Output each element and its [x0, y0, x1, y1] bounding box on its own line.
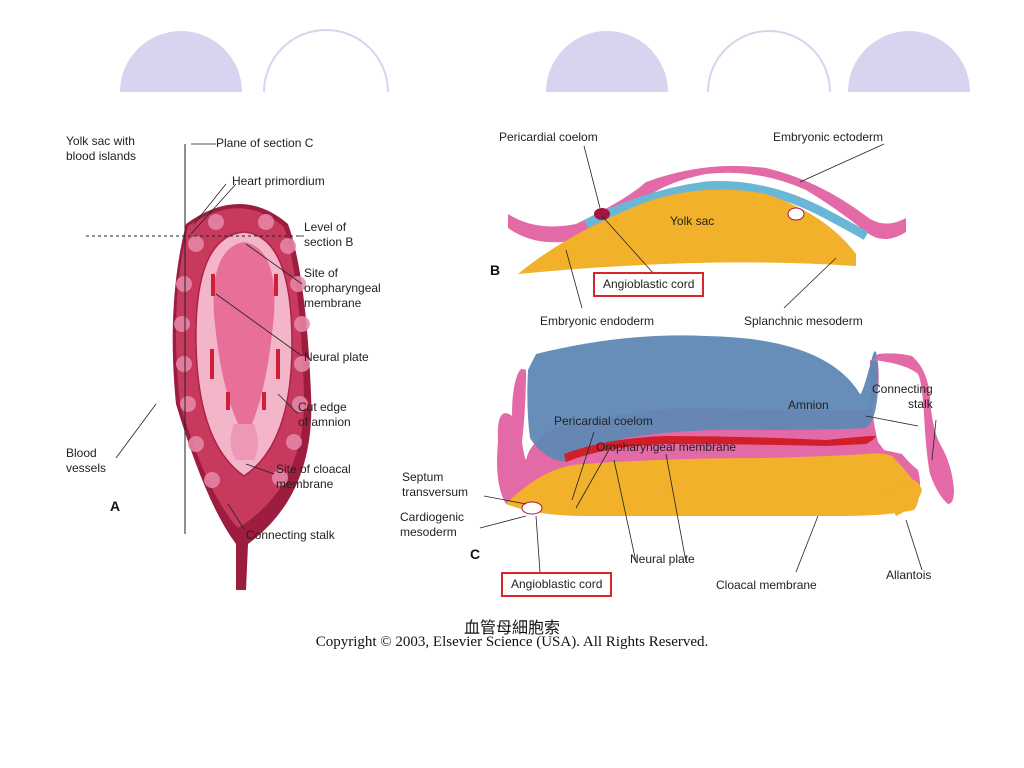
label-connecting-stalk-c: Connecting stalk: [872, 382, 933, 412]
label-line: stalk: [908, 397, 933, 411]
label-septum-transversum: Septum transversum: [402, 470, 468, 500]
label-line: Septum: [402, 470, 444, 484]
label-line: Connecting: [872, 382, 933, 396]
label-allantois: Allantois: [886, 568, 932, 582]
label-line: Cardiogenic: [400, 510, 465, 524]
panel-b-drawing: [508, 143, 906, 309]
label-cut-edge: Cut edge of amnion: [298, 400, 351, 430]
label-oropharyngeal-membrane: Oropharyngeal membrane: [596, 440, 737, 454]
label-line: Level of: [304, 220, 347, 234]
label-splanchnic-mesoderm: Splanchnic mesoderm: [744, 314, 863, 328]
label-oropharyngeal: Site of oropharyngeal membrane: [304, 266, 381, 311]
label-line: blood islands: [66, 149, 137, 163]
label-neural-plate-c: Neural plate: [630, 552, 695, 566]
label-cardiogenic-mesoderm: Cardiogenic mesoderm: [400, 510, 464, 540]
label-angioblastic-cord-c: Angioblastic cord: [501, 572, 613, 597]
label-cloacal-site: Site of cloacal membrane: [276, 462, 351, 492]
label-line: Site of cloacal: [276, 462, 351, 476]
panel-a-drawing: [86, 143, 312, 590]
deco-circle-4: [707, 30, 831, 93]
yolk-sac-b: [518, 189, 856, 274]
label-pericardial-coelom-c: Pericardial coelom: [554, 414, 653, 428]
label-line: Cut edge: [298, 400, 347, 414]
label-line: vessels: [66, 461, 107, 475]
panel-c-letter: C: [470, 546, 481, 562]
label-blood-vessels: Blood vessels: [66, 446, 106, 476]
copyright-notice: Copyright © 2003, Elsevier Science (USA)…: [315, 634, 709, 650]
label-line: of amnion: [298, 415, 351, 429]
label-embryonic-ectoderm: Embryonic ectoderm: [773, 130, 884, 144]
deco-circle-1: [120, 31, 242, 93]
label-line: oropharyngeal: [304, 281, 381, 295]
label-line: section B: [304, 235, 354, 249]
neural-plate-shape: [213, 242, 275, 424]
label-pericardial-coelom-b: Pericardial coelom: [499, 130, 598, 144]
panel-a-leaders: [115, 143, 304, 530]
chinese-caption: 血管母細胞索: [463, 618, 560, 637]
panel-c-drawing: [479, 335, 954, 573]
panel-c-leaders: [479, 415, 937, 573]
label-line: Blood: [66, 446, 97, 460]
label-line: membrane: [304, 296, 362, 310]
label-line: Site of: [304, 266, 339, 280]
deco-circle-2: [263, 29, 389, 93]
label-connecting-stalk-a: Connecting stalk: [246, 528, 335, 542]
panel-b-letter: B: [490, 262, 501, 278]
allantois: [886, 480, 922, 516]
blood-islands: [174, 214, 310, 488]
label-neural-plate-a: Neural plate: [304, 350, 369, 364]
label-yolk-sac-b: Yolk sac: [670, 214, 715, 228]
blood-vessels: [210, 274, 280, 410]
label-plane-c: Plane of section C: [216, 136, 314, 150]
neural-groove: [230, 424, 258, 460]
label-heart-primordium: Heart primordium: [232, 174, 325, 188]
deco-circle-3: [546, 31, 668, 92]
embryo-figure: Yolk sac with blood islands Plane of sec…: [66, 124, 958, 597]
label-angioblastic-cord-b: Angioblastic cord: [593, 272, 705, 297]
label-line: transversum: [402, 485, 469, 499]
header-decoration: [120, 29, 970, 93]
label-line: Yolk sac with: [66, 134, 135, 148]
label-cloacal-membrane: Cloacal membrane: [716, 578, 817, 592]
panel-a-letter: A: [110, 498, 121, 514]
connecting-stalk-c: [874, 353, 954, 504]
label-embryonic-endoderm: Embryonic endoderm: [540, 314, 655, 328]
label-yolk-sac: Yolk sac with blood islands: [66, 134, 136, 164]
label-level-b: Level of section B: [304, 220, 353, 250]
deco-circle-5: [848, 31, 970, 92]
label-line: mesoderm: [400, 525, 457, 539]
figure-drawing: [86, 143, 954, 590]
panel-b-leaders: [565, 143, 885, 309]
label-line: membrane: [276, 477, 334, 491]
label-amnion: Amnion: [788, 398, 829, 412]
